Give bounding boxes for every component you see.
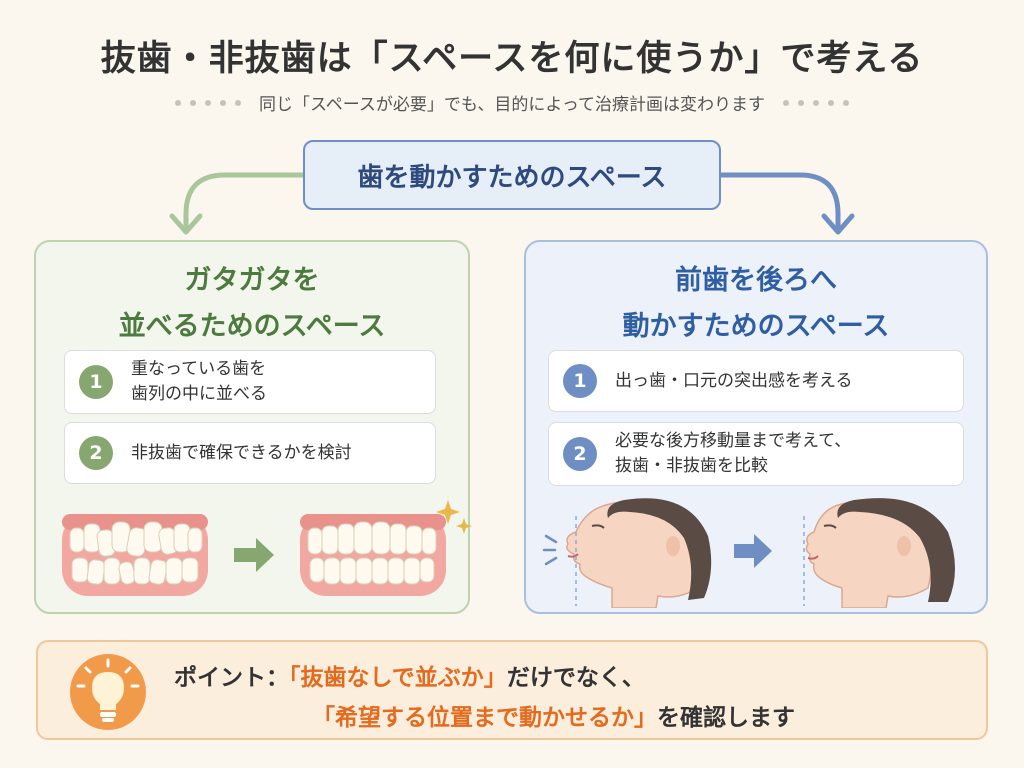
point-text-line2: 「希望する位置まで動かせるか」を確認します [312,698,795,732]
right-item-1: 1 出っ歯・口元の突出感を考える [548,350,964,412]
face-before-icon [566,498,712,608]
point-text-2: を確認します [657,705,795,731]
right-item-2-text: 必要な後方移動量まで考えて、 抜歯・非抜歯を比較 [615,431,852,476]
face-after-icon [803,498,955,608]
page-subtitle: 同じ「スペースが必要」でも、目的によって治療計画は変わります [258,95,766,115]
right-panel-title: 前歯を後ろへ 動かすためのスペース [526,258,986,350]
right-connector-arrow [718,172,841,229]
point-callout: ポイント：「抜歯なしで並ぶか」だけでなく、 「希望する位置まで動かせるか」を確認… [36,640,988,740]
step-number-badge: 2 [79,436,113,470]
subtitle-row: 同じ「スペースが必要」でも、目的によって治療計画は変わります [0,90,1024,115]
motion-lines-icon [542,534,558,566]
point-label: ポイント： [174,665,289,691]
right-item-1-text: 出っ歯・口元の突出感を考える [615,370,853,391]
left-item-2-text: 非抜歯で確保できるかを検討 [131,442,352,463]
left-item-2: 2 非抜歯で確保できるかを検討 [64,422,436,484]
right-arrowhead [821,213,855,235]
step-number-badge: 1 [79,365,113,399]
left-item-1-text: 重なっている歯を 歯列の中に並べる [131,359,267,404]
point-text-line1: ポイント：「抜歯なしで並ぶか」だけでなく、 [174,658,645,692]
left-arrowhead [169,213,203,235]
teeth-illustration [62,500,472,596]
crowding-space-panel: ガタガタを 並べるためのスペース 1 重なっている歯を 歯列の中に並べる 2 非… [34,240,472,614]
retraction-space-panel: 前歯を後ろへ 動かすためのスペース 1 出っ歯・口元の突出感を考える 2 必要な… [524,240,988,614]
decorative-dots-left [174,99,241,106]
space-for-moving-teeth-box: 歯を動かすためのスペース [303,140,721,210]
right-panel-title-line1: 前歯を後ろへ [675,265,837,296]
left-panel-title: ガタガタを 並べるためのスペース [36,258,468,350]
profile-illustration [542,498,955,608]
left-panel-title-line1: ガタガタを [184,265,320,296]
lightbulb-icon [70,654,146,730]
right-item-2: 2 必要な後方移動量まで考えて、 抜歯・非抜歯を比較 [548,422,964,486]
right-panel-title-line2: 動かすためのスペース [622,311,890,342]
step-number-badge: 1 [563,364,597,398]
left-panel-title-line2: 並べるためのスペース [118,311,386,342]
sparkle-icon [436,500,472,534]
decorative-dots-right [783,99,850,106]
point-highlight-1: 「抜歯なしで並ぶか」 [289,665,507,691]
point-text-1: だけでなく、 [506,665,645,691]
page-title: 抜歯・非抜歯は「スペースを何に使うか」で考える [100,39,924,79]
crowded-teeth-icon [62,514,208,596]
arrow-right-icon [734,534,772,568]
arrow-right-icon [234,538,274,572]
step-number-badge: 2 [563,437,597,471]
left-connector-arrow [183,172,306,229]
aligned-teeth-icon [300,514,446,596]
left-item-1: 1 重なっている歯を 歯列の中に並べる [64,350,436,414]
point-highlight-2: 「希望する位置まで動かせるか」 [312,705,657,731]
